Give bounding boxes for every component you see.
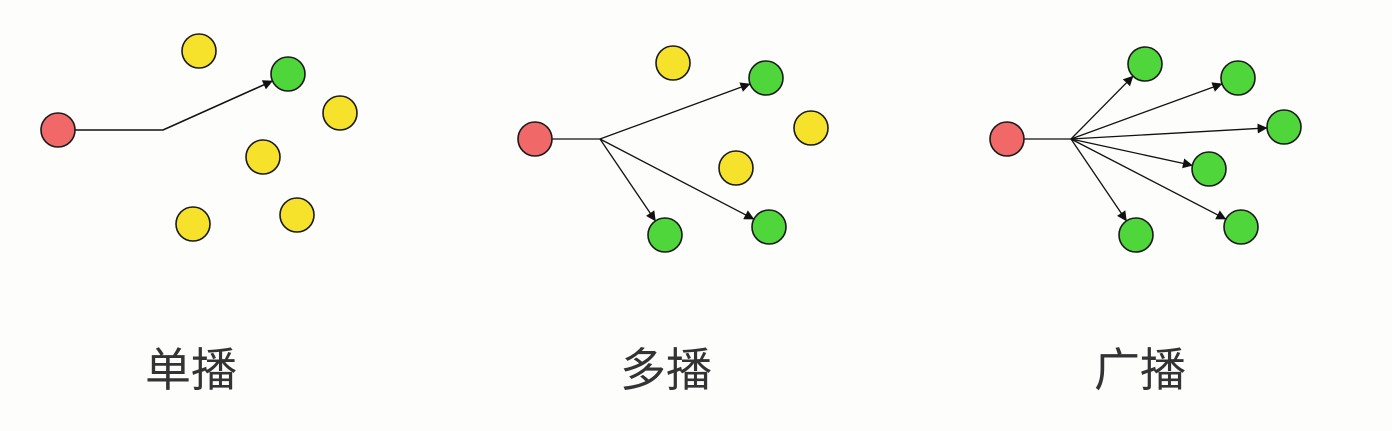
unicast-node-y3-non_receiver	[245, 139, 281, 175]
broadcast-edge-g6	[1070, 138, 1227, 220]
broadcast-node-g4-receiver	[1191, 151, 1227, 187]
multicast-node-y2-non_receiver	[793, 110, 829, 146]
broadcast-nodes	[989, 46, 1302, 253]
unicast-edge-g1	[75, 80, 273, 131]
unicast-node-y2-non_receiver	[322, 95, 358, 131]
unicast-node-y5-non_receiver	[279, 197, 315, 233]
unicast-nodes	[40, 33, 358, 242]
broadcast-node-s-source	[989, 121, 1025, 157]
broadcast-edge-g2	[1070, 82, 1223, 140]
multicast-node-g1-receiver	[748, 60, 784, 96]
broadcast-node-g2-receiver	[1220, 60, 1256, 96]
broadcast-label: 广播	[1094, 343, 1186, 397]
broadcast-node-g5-receiver	[1118, 217, 1154, 253]
multicast-edge-g2	[599, 138, 657, 222]
multicast-node-g3-receiver	[751, 209, 787, 245]
broadcast-node-g1-receiver	[1127, 46, 1163, 82]
unicast-node-y4-non_receiver	[175, 206, 211, 242]
multicast-edge-g1	[599, 82, 751, 140]
multicast-edges	[552, 82, 755, 222]
multicast-node-g2-receiver	[647, 217, 683, 253]
multicast-node-y3-non_receiver	[718, 150, 754, 186]
unicast-label: 单播	[145, 343, 237, 397]
broadcast-edge-g4	[1070, 138, 1193, 169]
unicast-edges	[75, 80, 273, 131]
broadcast-edge-g1	[1070, 75, 1134, 140]
broadcast-edge-g5	[1070, 138, 1128, 222]
multicast-label: 多播	[620, 343, 712, 397]
unicast-node-g1-receiver	[270, 56, 306, 92]
broadcast-node-g6-receiver	[1223, 209, 1259, 245]
multicast-node-s-source	[517, 121, 553, 157]
broadcast-edge-g3	[1070, 123, 1268, 140]
unicast-node-s-source	[40, 112, 76, 148]
unicast-node-y1-non_receiver	[181, 33, 217, 69]
broadcast-panel	[989, 46, 1302, 253]
unicast-panel	[40, 33, 358, 242]
broadcast-edges	[1024, 75, 1268, 222]
broadcast-node-g3-receiver	[1266, 109, 1302, 145]
multicast-edge-g3	[599, 138, 755, 220]
multicast-node-y1-non_receiver	[655, 45, 691, 81]
multicast-nodes	[517, 45, 829, 253]
multicast-panel	[517, 45, 829, 253]
